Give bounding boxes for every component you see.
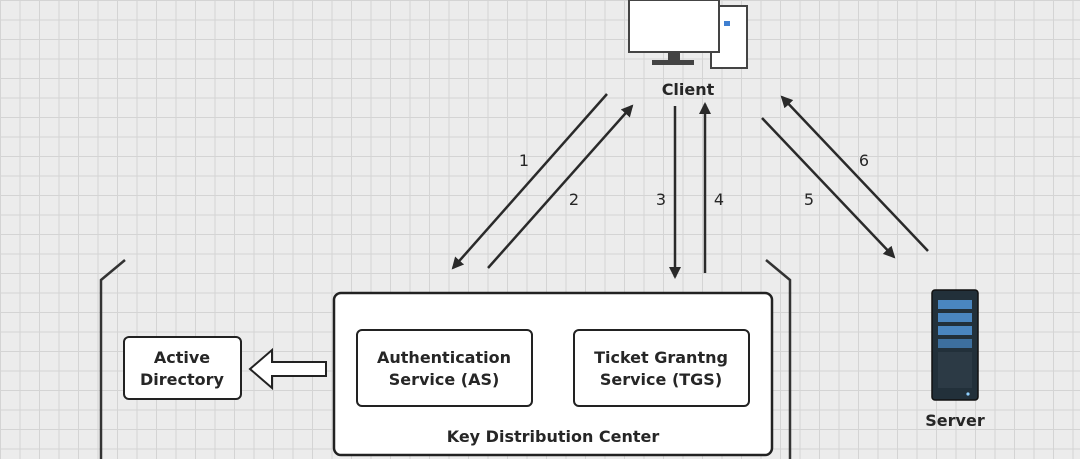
as-label-line2: Service (AS) <box>389 370 500 389</box>
domain-boundary-right <box>765 259 792 459</box>
active-directory-line2: Directory <box>140 370 225 389</box>
step-label-4: 4 <box>714 190 724 209</box>
server-rack-icon <box>931 289 979 401</box>
active-directory-line1: Active <box>154 348 210 367</box>
as-label-line1: Authentication <box>377 348 511 367</box>
step-label-3: 3 <box>656 190 666 209</box>
step-label-6: 6 <box>859 151 869 170</box>
arrow-step-2 <box>487 104 634 269</box>
step-label-5: 5 <box>804 190 814 209</box>
arrow-step-6 <box>780 95 929 252</box>
kdc-label: Key Distribution Center <box>447 427 660 446</box>
tgs-label-line1: Ticket Grantng <box>594 348 728 367</box>
step-label-1: 1 <box>519 151 529 170</box>
tgs-box <box>573 329 750 407</box>
as-box <box>356 329 533 407</box>
tgs-label-line2: Service (TGS) <box>600 370 722 389</box>
arrow-step-1 <box>451 93 608 270</box>
domain-boundary-left <box>99 259 126 459</box>
desktop-computer-icon <box>628 0 748 69</box>
step-label-2: 2 <box>569 190 579 209</box>
client-label: Client <box>662 80 715 99</box>
server-label: Server <box>925 411 985 430</box>
active-directory-box <box>123 336 242 400</box>
block-arrow-kdc-to-ad <box>248 347 327 391</box>
arrow-step-5 <box>761 117 896 259</box>
